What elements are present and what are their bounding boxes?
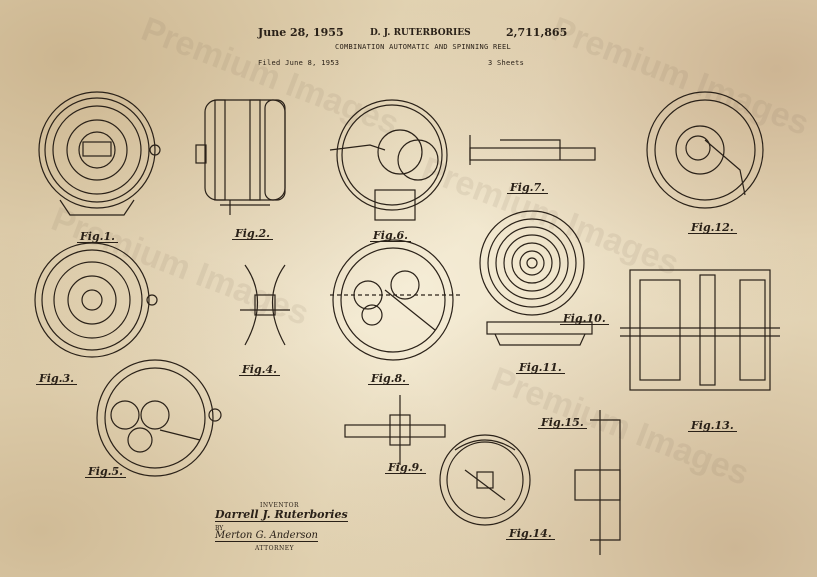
patent-inventor: D. J. RUTERBORIES bbox=[370, 28, 471, 38]
fig-label: Fig.12. bbox=[688, 222, 737, 234]
fig4-section bbox=[240, 264, 290, 346]
fig-label: Fig.2. bbox=[232, 228, 273, 240]
fig-label: Fig.7. bbox=[507, 182, 548, 194]
fig5-gear-train bbox=[96, 359, 222, 477]
fig-label: Fig.6. bbox=[370, 230, 411, 242]
fig-label: Fig.4. bbox=[239, 364, 280, 376]
fig-label: Fig.10. bbox=[560, 313, 609, 325]
fig6-reel-open bbox=[329, 99, 448, 221]
patent-number: 2,711,865 bbox=[506, 26, 568, 39]
fig2-reel-side bbox=[195, 99, 286, 215]
fig14-reel-face bbox=[439, 434, 531, 526]
fig-label: Fig.9. bbox=[385, 462, 426, 474]
fig15-section bbox=[574, 410, 621, 555]
fig-label: Fig.14. bbox=[506, 528, 555, 540]
inventor-signature: Darrell J. Ruterbories bbox=[215, 508, 348, 522]
fig11-section bbox=[486, 321, 593, 346]
fig-label: Fig.1. bbox=[77, 231, 118, 243]
fig10-spiral-spring bbox=[479, 210, 585, 316]
attorney-signature: Merton G. Anderson bbox=[215, 530, 318, 542]
fig-label: Fig.5. bbox=[85, 466, 126, 478]
fig-label: Fig.15. bbox=[538, 417, 587, 429]
fig-label: Fig.11. bbox=[516, 362, 565, 374]
patent-title: COMBINATION AUTOMATIC AND SPINNING REEL bbox=[335, 43, 512, 51]
fig-label: Fig.8. bbox=[368, 373, 409, 385]
fig9-section bbox=[344, 395, 446, 465]
by-label: BY bbox=[215, 525, 224, 532]
fig8-gears bbox=[330, 239, 460, 361]
fig13-assembly-section bbox=[620, 269, 780, 391]
sheet-count: 3 Sheets bbox=[488, 59, 525, 67]
fig1-reel-front bbox=[38, 91, 161, 216]
fig7-section bbox=[469, 135, 596, 165]
inventor-label: INVENTOR bbox=[260, 502, 300, 509]
fig-label: Fig.13. bbox=[688, 420, 737, 432]
attorney-label: ATTORNEY bbox=[255, 545, 295, 552]
patent-date: June 28, 1955 bbox=[258, 26, 344, 39]
filed-date: Filed June 8, 1953 bbox=[258, 59, 340, 67]
fig12-reel-rear bbox=[646, 91, 764, 209]
fig3-reel-front-open bbox=[34, 242, 158, 358]
fig-label: Fig.3. bbox=[36, 373, 77, 385]
